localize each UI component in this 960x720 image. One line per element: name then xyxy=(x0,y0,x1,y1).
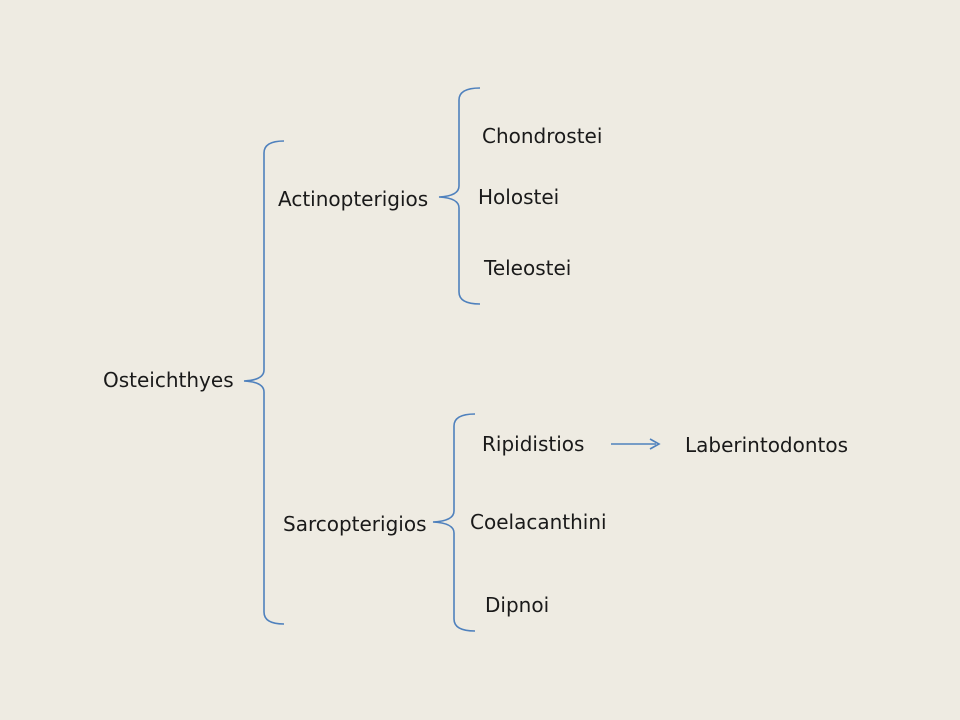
root-brace xyxy=(243,140,285,625)
node-laberintodontos: Laberintodontos xyxy=(685,433,849,457)
node-ripidistios: Ripidistios xyxy=(482,432,585,456)
node-actinopterigios: Actinopterigios xyxy=(278,187,429,211)
node-coelacanthini: Coelacanthini xyxy=(470,510,607,534)
node-dipnoi: Dipnoi xyxy=(485,593,550,617)
sarcopterigios-brace xyxy=(432,413,476,632)
node-osteichthyes: Osteichthyes xyxy=(103,368,234,392)
actinopterigios-brace xyxy=(438,87,481,305)
node-holostei: Holostei xyxy=(478,185,560,209)
node-sarcopterigios: Sarcopterigios xyxy=(283,512,427,536)
ripidistios-arrow-head xyxy=(649,438,661,450)
node-chondrostei: Chondrostei xyxy=(482,124,603,148)
node-teleostei: Teleostei xyxy=(484,256,572,280)
